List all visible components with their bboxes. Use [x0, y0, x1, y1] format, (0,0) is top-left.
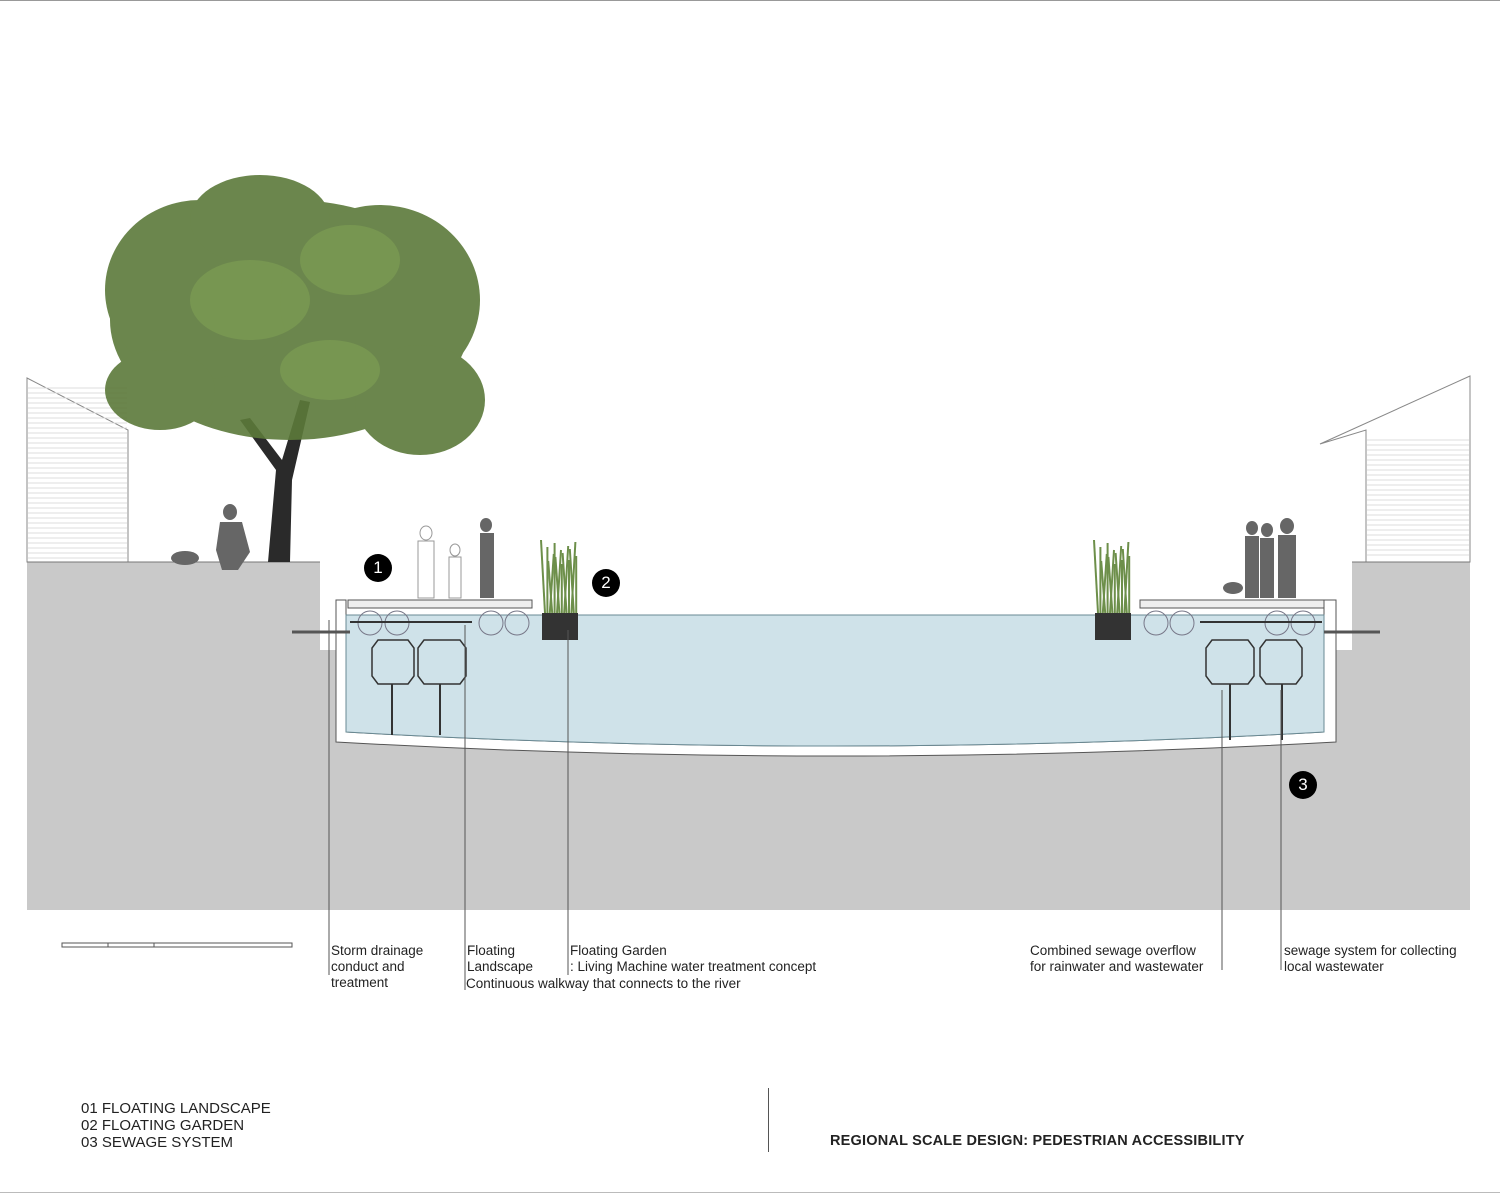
marker-1: 1: [364, 554, 392, 582]
floating-walkway-right: [1139, 599, 1325, 609]
house-right: [1319, 375, 1471, 563]
label-floating-garden: Floating Garden : Living Machine water t…: [570, 943, 817, 974]
ground: [27, 562, 1470, 910]
pedestrian-sketches: [417, 525, 462, 599]
floating-garden-planter-left: [540, 539, 578, 640]
marker-3: 3: [1289, 771, 1317, 799]
top-border: [0, 0, 1500, 1]
bottom-border: [0, 1192, 1500, 1193]
tree: [105, 175, 485, 562]
label-walkway: Continuous walkway that connects to the …: [466, 976, 741, 991]
pedestrian-silhouettes: [171, 504, 1296, 598]
sheet-title: REGIONAL SCALE DESIGN: PEDESTRIAN ACCESS…: [830, 1133, 1245, 1149]
label-storm-drainage: Storm drainage conduct and treatment: [331, 943, 424, 990]
legend-item: 01 FLOATING LANDSCAPE: [81, 1100, 271, 1117]
marker-2: 2: [592, 569, 620, 597]
legend: 01 FLOATING LANDSCAPE 02 FLOATING GARDEN…: [81, 1100, 271, 1151]
divider: [768, 1088, 769, 1152]
floating-garden-planter-right: [1093, 539, 1131, 640]
legend-item: 03 SEWAGE SYSTEM: [81, 1134, 233, 1151]
house-left: [26, 377, 129, 563]
label-combined-sewage: Combined sewage overflow for rainwater a…: [1030, 943, 1204, 974]
sewage-tanks: [371, 639, 1303, 685]
label-sewage-system: sewage system for collecting local waste…: [1284, 943, 1457, 974]
river-water: [345, 614, 1325, 747]
scale-bar: [61, 942, 293, 948]
label-floating-landscape: Floating Landscape: [467, 943, 534, 974]
floating-walkway-left: [347, 599, 533, 609]
legend-item: 02 FLOATING GARDEN: [81, 1117, 245, 1134]
leader-lines: [328, 620, 1282, 990]
